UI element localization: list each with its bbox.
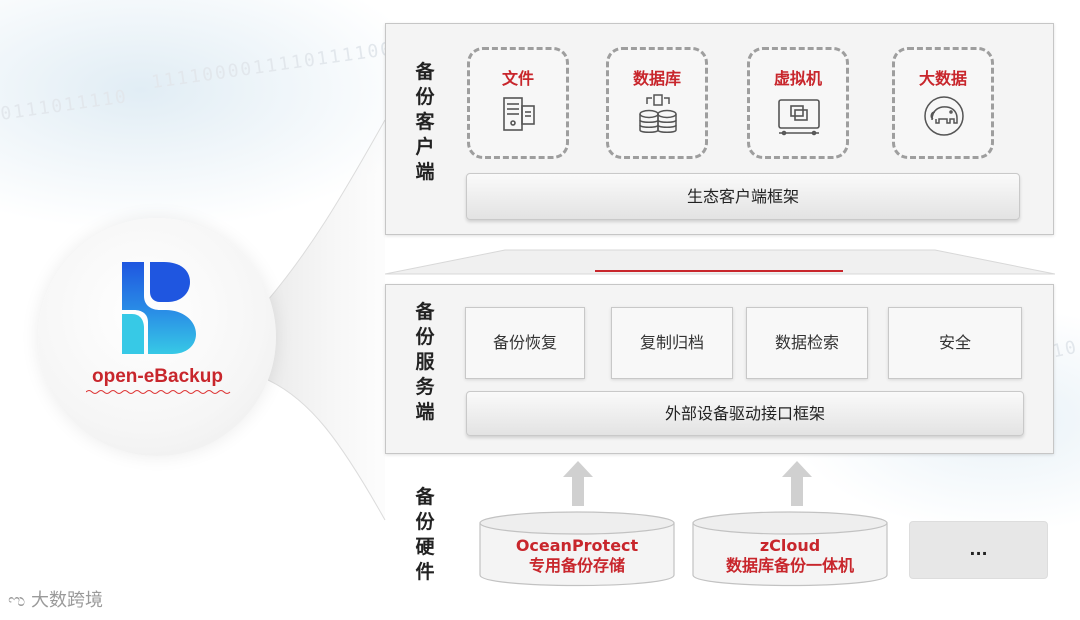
client-label: 虚拟机	[773, 69, 822, 88]
external-device-driver-framework-bar: 外部设备驱动接口框架	[466, 391, 1024, 436]
service-backup-restore: 备份恢复	[465, 307, 585, 379]
virtual-machine-icon	[778, 99, 820, 136]
hardware-name: OceanProtect	[515, 536, 639, 555]
eco-client-framework-bar: 生态客户端框架	[466, 173, 1020, 220]
service-data-retrieval: 数据检索	[746, 307, 868, 379]
hardware-zcloud: zCloud 数据库备份一体机	[692, 511, 888, 589]
logo-name: open-eBackup	[92, 366, 223, 387]
hardware-desc: 数据库备份一体机	[725, 556, 854, 575]
storage-disk-icon	[479, 511, 675, 587]
tier-divider	[385, 249, 1055, 275]
hardware-oceanprotect: OceanProtect 专用备份存储	[479, 511, 675, 589]
database-icon	[639, 94, 677, 133]
client-label: 文件	[501, 69, 534, 88]
arrow-up-icon	[782, 461, 812, 506]
arrow-up-icon	[563, 461, 593, 506]
client-database: 数据库	[606, 47, 708, 159]
client-big-data: 大数据	[892, 47, 994, 159]
hardware-name: zCloud	[759, 536, 821, 555]
client-file: 文件	[467, 47, 569, 159]
open-ebackup-logo-icon	[122, 262, 196, 354]
hardware-desc: 专用备份存储	[528, 556, 625, 575]
client-virtual-machine: 虚拟机	[747, 47, 849, 159]
spellcheck-underline	[86, 390, 231, 394]
client-label: 数据库	[632, 69, 681, 88]
service-security: 安全	[888, 307, 1022, 379]
watermark: ಌ 大数跨境	[8, 586, 103, 612]
storage-disk-icon	[692, 511, 888, 587]
hadoop-elephant-icon	[924, 96, 964, 136]
backup-hardware-label: 备份硬件	[415, 486, 435, 583]
backup-client-label: 备份客户端	[415, 61, 435, 183]
watermark-text: 大数跨境	[30, 590, 103, 611]
file-server-icon	[503, 97, 535, 131]
service-replication-archive: 复制归档	[611, 307, 733, 379]
hardware-more: ...	[909, 521, 1048, 579]
client-label: 大数据	[918, 69, 967, 88]
watermark-logo-icon: ಌ	[8, 590, 26, 611]
backup-server-label: 备份服务端	[415, 301, 435, 423]
